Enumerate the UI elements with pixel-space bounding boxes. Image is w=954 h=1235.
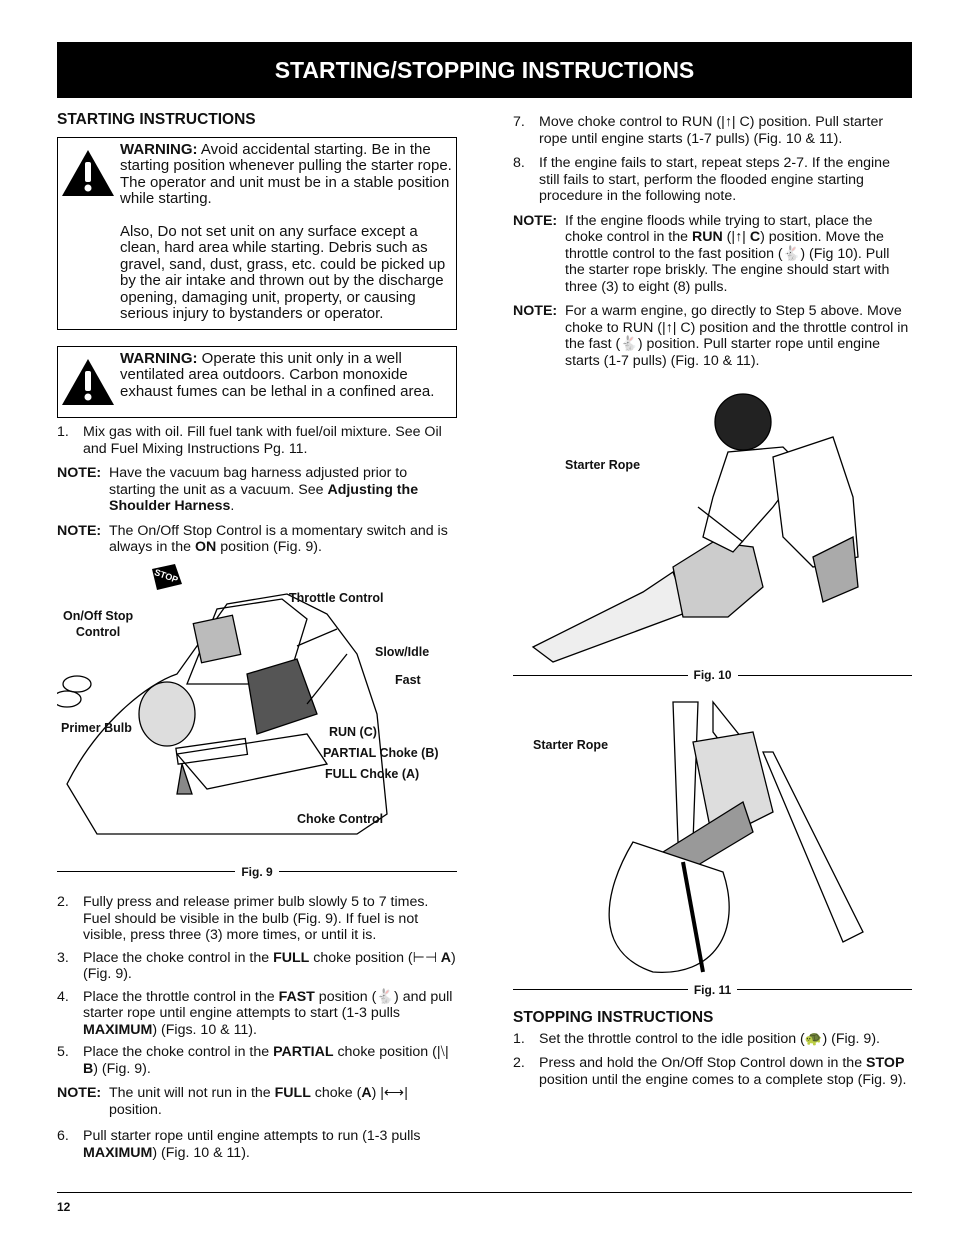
full-choke-icon: ⊢⊣ — [412, 949, 438, 966]
kneeling-operator-illustration — [531, 393, 859, 663]
rabbit-icon: 🐇 — [620, 336, 638, 352]
choke-control-label: Choke Control — [297, 811, 384, 826]
note-3: NOTE:The unit will not run in the FULL c… — [57, 1085, 408, 1118]
warning-triangle-icon — [60, 142, 120, 323]
fast-label: Fast — [395, 672, 421, 687]
left-column: STARTING INSTRUCTIONS WARNING: Avoid acc… — [52, 111, 457, 1161]
fig11-caption: Fig. 11 — [513, 982, 913, 999]
run-icon: |↑| — [661, 319, 677, 336]
note-2: NOTE:The On/Off Stop Control is a moment… — [57, 522, 448, 556]
fig11-starter-rope-label: Starter Rope — [533, 737, 609, 752]
warning-box-2: WARNING: Operate this unit only in a wel… — [57, 345, 457, 418]
turtle-icon: 🐢 — [804, 1030, 823, 1047]
right-column: 7.Move choke control to RUN (|↑| C) posi… — [513, 114, 913, 1088]
control-panel-illustration — [52, 563, 388, 835]
step-7: 7.Move choke control to RUN (|↑| C) posi… — [513, 114, 884, 147]
throttle-label: Throttle Control — [289, 590, 384, 605]
step-5: 5.Place the choke control in the PARTIAL… — [57, 1044, 449, 1077]
starting-heading: STARTING INSTRUCTIONS — [57, 111, 256, 128]
step-1: 1.Mix gas with oil. Fill fuel tank with … — [57, 424, 442, 457]
page-number: 12 — [57, 1200, 71, 1214]
full-choke-icon: |⟷| — [380, 1085, 408, 1101]
fig9-caption: Fig. 9 — [57, 864, 457, 881]
page-banner: STARTING/STOPPING INSTRUCTIONS — [57, 42, 912, 98]
warning-box-1: WARNING: Avoid accidental starting. Be i… — [57, 136, 457, 330]
stopping-heading: STOPPING INSTRUCTIONS — [513, 1009, 714, 1026]
figure-11: Starter Rope — [513, 692, 912, 982]
partial-choke-label: PARTIAL Choke (B) — [323, 745, 439, 760]
partial-choke-icon: |⧵| — [436, 1044, 449, 1060]
step-8: 8.If the engine fails to start, repeat s… — [513, 155, 890, 204]
note-4: NOTE:If the engine floods while trying t… — [513, 212, 890, 295]
fig10-starter-rope-label: Starter Rope — [565, 458, 641, 472]
run-icon: |↑| — [731, 229, 746, 245]
step-2: 2.Fully press and release primer bulb sl… — [57, 894, 429, 943]
warning1-text: WARNING: Avoid accidental starting. Be i… — [120, 140, 452, 207]
rabbit-icon: 🐇 — [376, 988, 395, 1005]
run-icon: |↑| — [721, 114, 736, 130]
standing-operator-illustration — [608, 699, 864, 973]
note-5: NOTE:For a warm engine, go directly to S… — [513, 303, 909, 369]
warning1-text2: Also, Do not set unit on any surface exc… — [120, 222, 446, 322]
step-3: 3.Place the choke control in the FULL ch… — [57, 949, 456, 983]
slow-idle-label: Slow/Idle — [375, 644, 430, 659]
fig10-caption: Fig. 10 — [513, 667, 913, 684]
note-1: NOTE:Have the vacuum bag harness adjuste… — [57, 465, 419, 514]
warning2-text: WARNING: Operate this unit only in a wel… — [120, 349, 435, 400]
footer-rule — [57, 1192, 912, 1193]
step-4: 4.Place the throttle control in the FAST… — [57, 988, 453, 1038]
primer-bulb-label: Primer Bulb — [61, 720, 132, 735]
warning-triangle-icon — [60, 351, 120, 412]
figure-10: Starter Rope — [513, 377, 912, 667]
stop-step-2: 2.Press and hold the On/Off Stop Control… — [513, 1055, 907, 1088]
rabbit-icon: 🐇 — [782, 245, 801, 262]
full-choke-label: FULL Choke (A) — [325, 766, 420, 781]
run-label: RUN (C) — [329, 724, 377, 739]
stop-step-1: 1.Set the throttle control to the idle p… — [513, 1030, 880, 1047]
step-6: 6.Pull starter rope until engine attempt… — [57, 1128, 421, 1161]
